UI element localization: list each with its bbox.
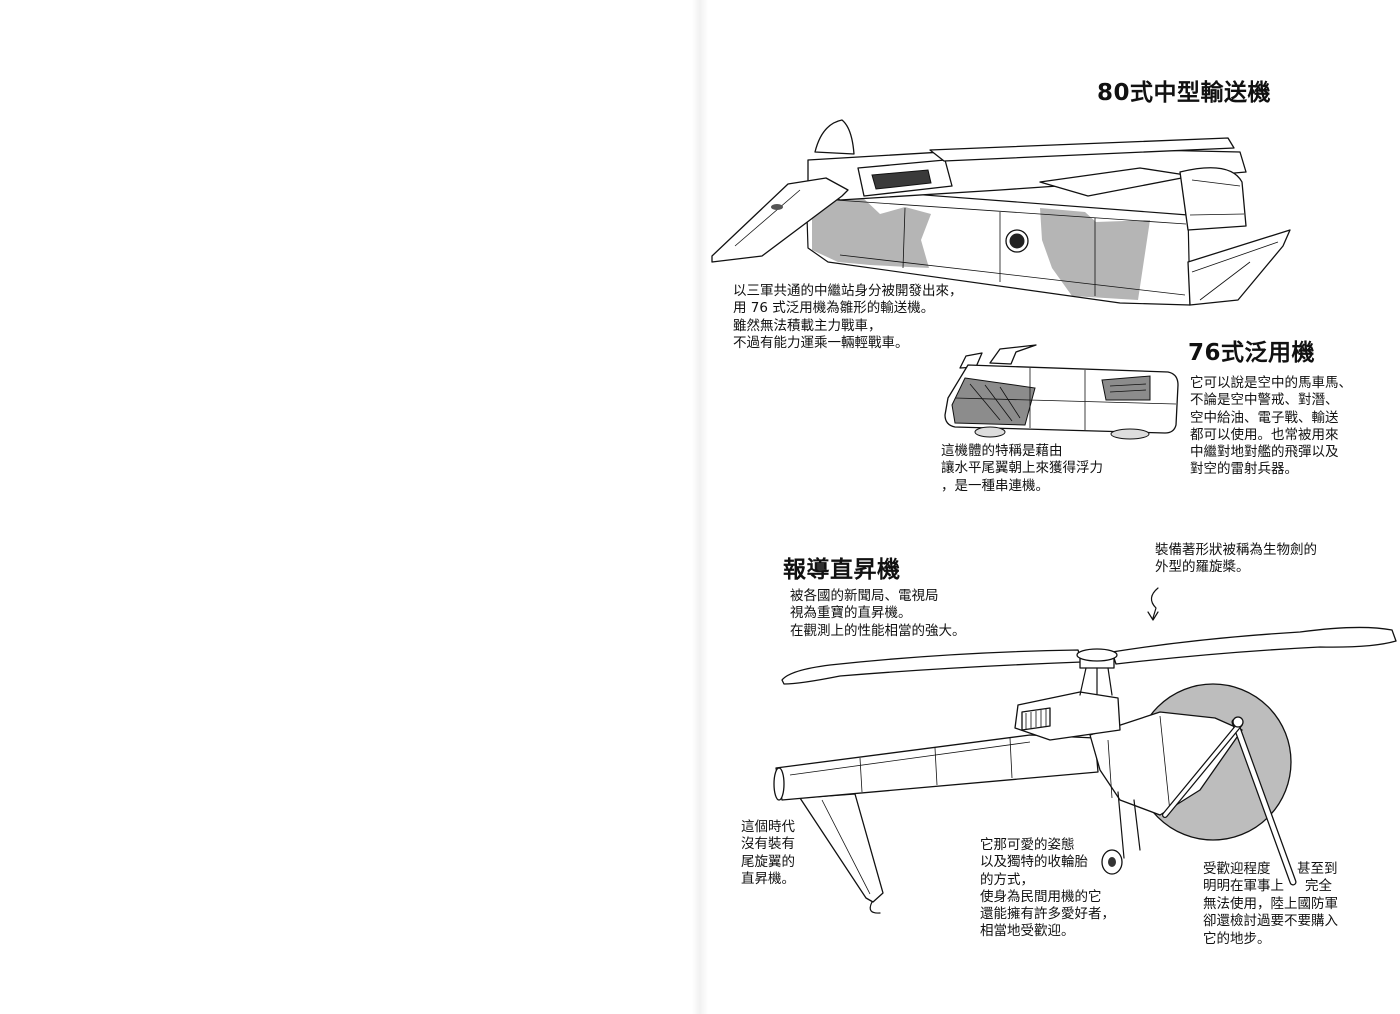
transport-nose bbox=[1179, 167, 1247, 231]
transport-caption-line: 用 76 式泛用機為雛形的輸送機。 bbox=[733, 300, 935, 317]
transport-long-wing bbox=[929, 137, 1235, 162]
utility-title: 76式泛用機 bbox=[1188, 340, 1316, 366]
helicopter-tail-boom bbox=[775, 734, 1099, 801]
transport-round-window bbox=[1005, 229, 1029, 253]
utility-description-line: 不論是空中警戒、對潛、 bbox=[1190, 392, 1339, 409]
transport-caption-line: 以三軍共通的中繼站身分被開發出來， bbox=[733, 283, 963, 299]
helicopter-tail-fin bbox=[799, 793, 884, 903]
helicopter-engine-housing bbox=[1014, 691, 1121, 741]
utility-description-line: 空中給油、電子戰、輸送 bbox=[1190, 409, 1339, 426]
helicopter-intro-line: 視為重寶的直昇機。 bbox=[790, 605, 912, 622]
utility-description-line: 都可以使用。也常被用來 bbox=[1190, 426, 1339, 443]
helicopter-rotor-hub bbox=[1076, 648, 1118, 696]
book-gutter bbox=[692, 0, 708, 1014]
utility-description-line: 中繼對地對艦的飛彈以及 bbox=[1190, 444, 1339, 461]
rotor-note-line: 外型的羅旋槳。 bbox=[1155, 559, 1250, 576]
transport-caption-line: 雖然無法積載主力戰車， bbox=[733, 317, 882, 334]
utility-note-line: 這機體的特稱是藉由 bbox=[941, 443, 1063, 459]
helicopter-intro-line: 被各國的新聞局、電視局 bbox=[790, 588, 939, 604]
utility-pod-rear bbox=[974, 426, 1006, 438]
utility-note: 這機體的特稱是藉由 讓水平尾翼朝上來獲得浮力 ，是一種串連機。 bbox=[941, 443, 1103, 495]
helicopter-illustration bbox=[773, 587, 1397, 914]
tail-note-line: 尾旋翼的 bbox=[741, 853, 795, 870]
utility-aircraft-illustration bbox=[944, 344, 1179, 440]
utility-description-line: 它可以說是空中的馬車馬、 bbox=[1190, 375, 1352, 391]
helicopter-intro: 被各國的新聞局、電視局 視為重寶的直昇機。 在觀測上的性能相當的強大。 bbox=[790, 588, 966, 640]
style-note-line: 的方式， bbox=[980, 871, 1034, 888]
tail-note-line: 直昇機。 bbox=[741, 870, 795, 887]
utility-camo bbox=[951, 377, 1036, 426]
helicopter-rotor-blade-left bbox=[781, 649, 1083, 685]
helicopter-intro-line: 在觀測上的性能相當的強大。 bbox=[790, 622, 966, 639]
utility-cockpit-window bbox=[1101, 375, 1151, 401]
popularity-note-line: 明明在軍事上 bbox=[1203, 878, 1284, 894]
transport-title: 80式中型輸送機 bbox=[1097, 80, 1272, 106]
helicopter-rotor-blade-right bbox=[1111, 626, 1397, 665]
utility-description: 它可以說是空中的馬車馬、 不論是空中警戒、對潛、 空中給油、電子戰、輸送 都可以… bbox=[1190, 375, 1352, 479]
helicopter-title: 報導直昇機 bbox=[783, 557, 901, 583]
transport-wing-marking bbox=[771, 204, 783, 210]
helicopter-tail-hook bbox=[869, 901, 881, 914]
transport-camo-left bbox=[812, 197, 931, 268]
transport-aircraft-illustration bbox=[711, 119, 1291, 306]
left-page-blank bbox=[0, 0, 700, 1014]
popularity-note-line: 它的地步。 bbox=[1203, 930, 1271, 947]
utility-description-line: 對空的雷射兵器。 bbox=[1190, 461, 1298, 478]
style-note: 它那可愛的姿態 以及獨特的收輪胎 的方式， 使身為民間用機的它 還能擁有許多愛好… bbox=[980, 837, 1115, 941]
helicopter-boom-end bbox=[773, 767, 785, 801]
popularity-note-rest: 無法使用，陸上國防軍 卻還檢討過要不要購入 它的地步。 bbox=[1203, 896, 1338, 948]
transport-cabin bbox=[857, 159, 953, 197]
popularity-note-line: 無法使用，陸上國防軍 bbox=[1203, 896, 1338, 912]
helicopter-struts bbox=[1162, 716, 1297, 886]
utility-fin-upper bbox=[989, 344, 1037, 365]
popularity-note-line: 甚至到 bbox=[1297, 861, 1338, 877]
style-note-line: 使身為民間用機的它 bbox=[980, 888, 1102, 905]
transport-panel-lines bbox=[834, 199, 1187, 296]
utility-pod-front bbox=[1110, 428, 1150, 440]
transport-front-skid bbox=[1187, 229, 1291, 306]
transport-caption: 以三軍共通的中繼站身分被開發出來， 用 76 式泛用機為雛形的輸送機。 雖然無法… bbox=[733, 283, 963, 352]
rotor-note-line: 裝備著形狀被稱為生物劍的 bbox=[1155, 542, 1317, 558]
rotor-note: 裝備著形狀被稱為生物劍的 外型的羅旋槳。 bbox=[1155, 542, 1317, 577]
tail-note: 這個時代 沒有裝有 尾旋翼的 直昇機。 bbox=[741, 819, 795, 888]
transport-swept-wing bbox=[711, 177, 849, 263]
tail-note-line: 這個時代 bbox=[741, 819, 795, 835]
rotor-note-arrow bbox=[1147, 587, 1159, 621]
helicopter-fuselage bbox=[1089, 711, 1243, 816]
style-note-line: 以及獨特的收輪胎 bbox=[980, 854, 1088, 871]
utility-note-line: 讓水平尾翼朝上來獲得浮力 bbox=[941, 460, 1103, 477]
transport-tail-fin bbox=[814, 119, 855, 155]
popularity-note-line: 受歡迎程度 bbox=[1203, 861, 1271, 877]
popularity-note-line: 卻還檢討過要不要購入 bbox=[1203, 913, 1338, 930]
helicopter-landing-gear bbox=[1101, 791, 1141, 875]
transport-caption-line: 不過有能力運乘一輛輕戰車。 bbox=[733, 334, 909, 351]
tail-note-line: 沒有裝有 bbox=[741, 836, 795, 853]
style-note-line: 它那可愛的姿態 bbox=[980, 837, 1075, 853]
popularity-note-line: 完全 bbox=[1305, 878, 1332, 894]
style-note-line: 相當地受歡迎。 bbox=[980, 923, 1075, 940]
utility-note-line: ，是一種串連機。 bbox=[941, 477, 1049, 494]
style-note-line: 還能擁有許多愛好者， bbox=[980, 906, 1115, 923]
